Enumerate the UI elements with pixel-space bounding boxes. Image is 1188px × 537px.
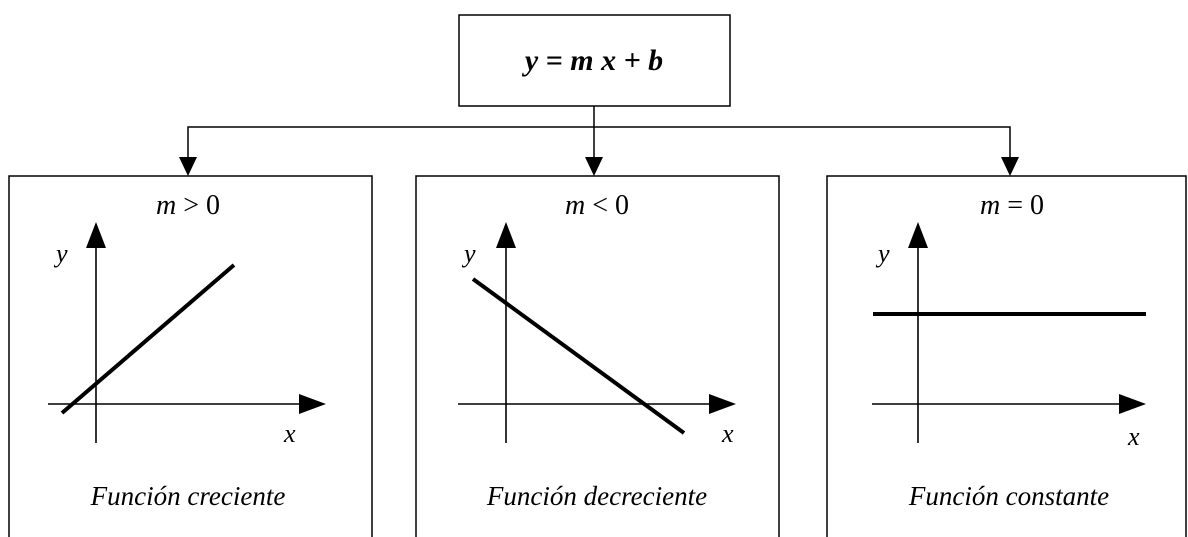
graph-line-decreasing <box>471 277 686 435</box>
graph-line-increasing <box>60 263 236 415</box>
condition-label: m < 0 <box>565 190 629 221</box>
x-axis-label: x <box>721 419 734 448</box>
y-axis-label: y <box>875 239 890 268</box>
y-axis-label: y <box>461 239 476 268</box>
arrowhead-center <box>585 157 603 176</box>
panel-caption: Función decreciente <box>486 481 707 511</box>
panel-frame <box>826 175 1187 537</box>
panel-constant: m = 0 y x Función constante <box>826 175 1187 537</box>
condition-label: m = 0 <box>980 190 1044 221</box>
x-axis-label: x <box>1127 422 1140 451</box>
panel-frame <box>415 175 780 537</box>
condition-label: m > 0 <box>156 190 220 221</box>
connector-branch <box>187 126 1011 160</box>
panel-frame <box>8 175 373 537</box>
panel-decreasing: m < 0 y x Función decreciente <box>415 175 780 537</box>
equation-text: y = m x + b <box>522 44 663 77</box>
x-axis-arrow-icon <box>709 394 736 414</box>
y-axis-arrow-icon <box>496 222 516 248</box>
y-axis-label: y <box>53 239 68 268</box>
y-axis-arrow-icon <box>908 222 928 248</box>
arrowhead-left <box>179 157 197 176</box>
x-axis-arrow-icon <box>1119 394 1146 414</box>
panel-caption: Función creciente <box>90 481 286 511</box>
equation-node: y = m x + b <box>458 14 731 107</box>
panel-increasing: m > 0 y x Función creciente <box>8 175 373 537</box>
panel-caption: Función constante <box>908 481 1109 511</box>
arrowhead-right <box>1001 157 1019 176</box>
x-axis-arrow-icon <box>299 394 326 414</box>
x-axis-label: x <box>283 419 296 448</box>
y-axis-arrow-icon <box>86 222 106 248</box>
connectors <box>179 106 1019 176</box>
